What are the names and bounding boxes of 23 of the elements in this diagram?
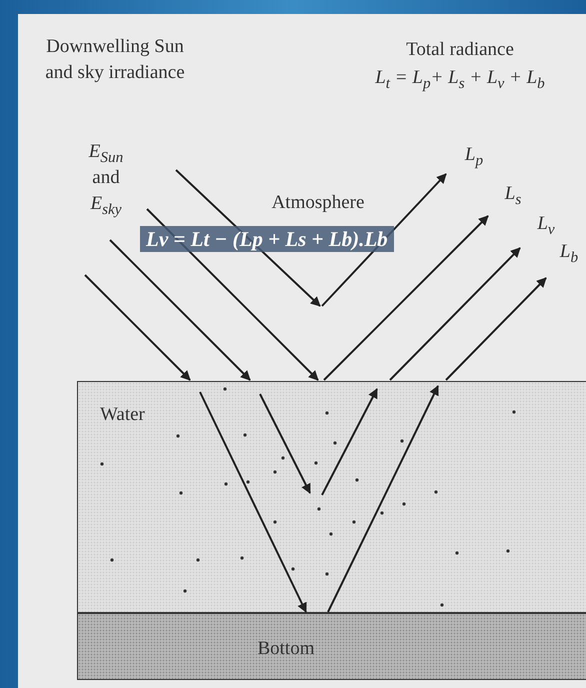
ray-arrow — [84, 274, 191, 381]
layer-label: Water — [100, 404, 145, 426]
bottom-layer — [77, 613, 586, 680]
symbol-label: L$_{v}$ — [536, 212, 556, 239]
ray-arrow — [323, 215, 489, 381]
layer-label: Bottom — [256, 638, 316, 660]
symbol-label: L$_{p}$ — [464, 143, 484, 170]
radiance-equation: L$_{t}$ = L$_{p}$+ L$_{s}$ + L$_{v}$ + L$_{b}$ — [374, 66, 546, 93]
ray-arrow — [389, 247, 521, 381]
symbol-label: E$_{sky}$ — [89, 192, 122, 219]
overlay-equation: Lv = Lt − (Lp + Ls + Lb).Lb — [140, 226, 394, 252]
water-layer — [77, 381, 586, 613]
radiance-label: Total radiance — [405, 38, 515, 62]
symbol-label: L$_{s}$ — [504, 182, 522, 209]
irradiance-label: Downwelling Sun and sky irradiance — [44, 35, 186, 85]
ray-arrow — [109, 239, 251, 381]
ray-arrow — [199, 392, 307, 613]
atmosphere-label: Atmosphere — [270, 191, 366, 215]
ray-arrow — [327, 385, 439, 612]
symbol-label: L$_{b}$ — [558, 240, 580, 267]
ray-arrow — [445, 277, 547, 381]
connector-word: and — [91, 166, 121, 190]
symbol-label: E$_{Sun}$ — [88, 140, 124, 167]
